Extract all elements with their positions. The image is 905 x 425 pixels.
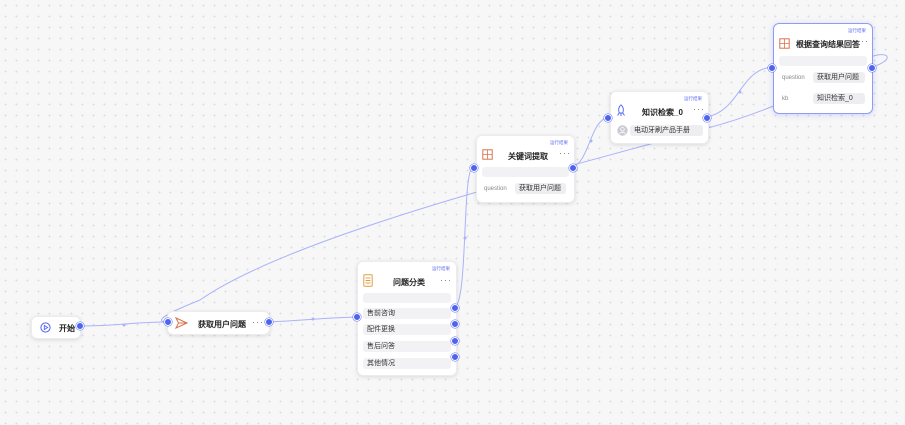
grid-extract-icon [482,149,493,160]
start-output-port[interactable] [76,322,84,330]
keyword-input-port[interactable] [470,164,478,172]
category-output-port[interactable] [451,320,459,328]
answer-param-label: question [782,75,805,81]
send-icon [175,317,188,329]
knowledge-output-port[interactable] [703,114,711,122]
play-circle-icon [40,322,51,333]
classify-run-result-link[interactable]: 运行结果 [432,266,450,271]
get-question-input-port[interactable] [164,318,172,326]
keyword-param-value: 获取用户问题 [515,183,566,194]
grid-answer-icon [779,38,790,49]
edge-midpoint [589,139,593,143]
knowledge-input-port[interactable] [604,114,612,122]
answer-node[interactable]: 运行结果 根据查询结果回答 ··· question 获取用户问题 kb 知识检… [773,23,873,114]
keyword-title: 关键词提取 [508,152,548,161]
answer-output-port[interactable] [868,64,876,72]
knowledge-more-button[interactable]: ··· [693,104,705,114]
edge-classify-to-keyword[interactable] [454,166,474,308]
category-item: 售前咨询 [363,308,451,319]
answer-param-label: kb [782,96,789,102]
answer-param-value: 知识检索_0 [813,93,865,104]
answer-run-result-link[interactable]: 运行结果 [848,28,866,33]
edge-midpoint [463,236,467,240]
start-node-title: 开始 [59,324,75,333]
knowledge-base-avatar-icon [617,125,628,136]
category-item: 配件更换 [363,324,451,335]
answer-param-value: 获取用户问题 [813,72,865,83]
edge-midpoint [311,317,315,321]
answer-input-port[interactable] [768,64,776,72]
edge-midpoint [738,90,742,94]
get-question-output-port[interactable] [265,318,273,326]
knowledge-base-name: 电动牙刷产品手册 [630,125,703,136]
classify-empty-field [363,293,451,303]
knowledge-run-result-link[interactable]: 运行结果 [684,96,702,101]
classify-more-button[interactable]: ··· [440,275,452,285]
category-output-port[interactable] [451,353,459,361]
get-question-more-button[interactable]: ··· [252,317,264,327]
keyword-node[interactable]: 运行结果 关键词提取 ··· question 获取用户问题 [476,135,575,203]
classify-node[interactable]: 运行结果 问题分类 ··· 售前咨询 配件更换 售后问答 其他情况 [357,261,457,376]
answer-more-button[interactable]: ··· [857,36,869,46]
answer-title: 根据查询结果回答 [796,40,860,49]
keyword-run-result-link[interactable]: 运行结果 [550,140,568,145]
knowledge-title: 知识检索_0 [642,108,683,117]
category-item: 其他情况 [363,358,451,369]
category-output-port[interactable] [451,304,459,312]
keyword-output-port[interactable] [569,164,577,172]
keyword-more-button[interactable]: ··· [559,148,571,158]
start-node[interactable]: 开始 [31,316,81,339]
get-question-node[interactable]: 获取用户问题 ··· [167,311,270,335]
list-document-icon [363,274,373,287]
category-output-port[interactable] [451,337,459,345]
get-question-title: 获取用户问题 [198,320,246,329]
classify-title: 问题分类 [393,278,425,287]
rocket-icon [617,104,625,116]
category-item: 售后问答 [363,341,451,352]
classify-input-port[interactable] [353,313,361,321]
answer-empty-field [779,56,867,66]
knowledge-node[interactable]: 运行结果 知识检索_0 ··· 电动牙刷产品手册 [610,91,709,144]
edge-midpoint [122,323,126,327]
keyword-empty-field [482,167,569,177]
keyword-param-label: question [484,186,507,192]
